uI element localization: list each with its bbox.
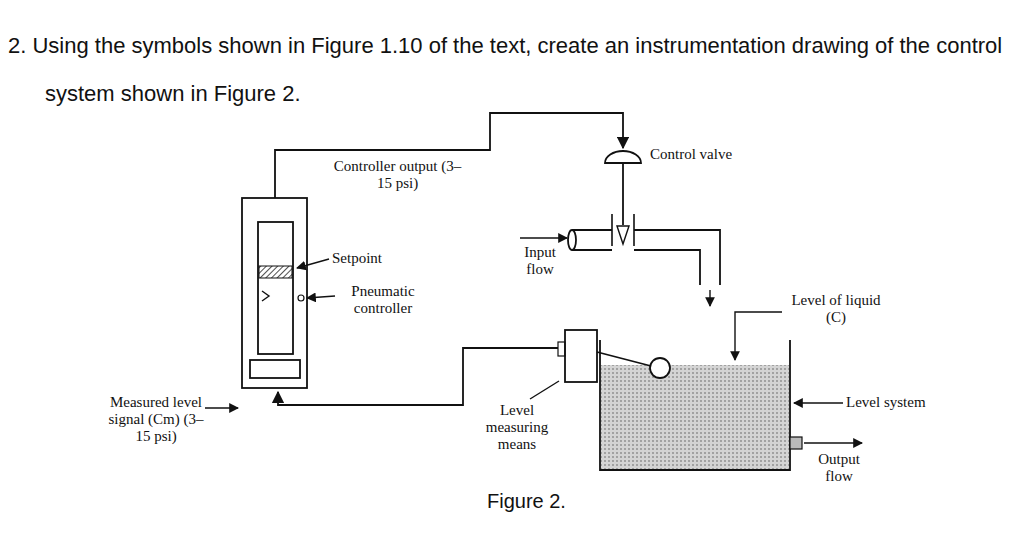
part-label: Level measuring means (478, 402, 556, 453)
output-signal-line (275, 113, 623, 198)
measured-signal-leader (205, 407, 238, 408)
part-label: Setpoint (332, 250, 412, 267)
part-label: Control valve (650, 146, 760, 163)
outlet-pipe (790, 437, 802, 449)
measured-signal-line (278, 348, 558, 405)
control-valve (605, 151, 641, 246)
input-flow-arrow (520, 237, 567, 238)
liquid (601, 365, 789, 469)
input-pipe (568, 230, 720, 285)
inflow-arrow (709, 290, 710, 306)
part-label: Level system (846, 394, 956, 411)
part-label: Level of liquid (C) (786, 292, 886, 326)
figure-caption: Figure 2. (487, 490, 566, 513)
pneumatic-controller (242, 198, 307, 388)
setpoint-leader (297, 259, 329, 268)
output-flow-arrow (804, 442, 862, 443)
level-transmitter (558, 330, 670, 382)
level-leader (735, 312, 782, 360)
part-label: Output flow (808, 451, 870, 485)
level-system-leader (794, 402, 843, 403)
part-label: Measured level signal (Cm) (3–15 psi) (108, 394, 204, 445)
controller-leader (307, 296, 335, 298)
part-label: Controller output (3–15 psi) (330, 158, 465, 192)
question-title: 2. Using the symbols shown in Figure 1.1… (8, 22, 1020, 118)
measuring-leader (530, 381, 559, 399)
part-label: Pneumatic controller (338, 283, 428, 317)
part-label: Input flow (516, 244, 564, 278)
